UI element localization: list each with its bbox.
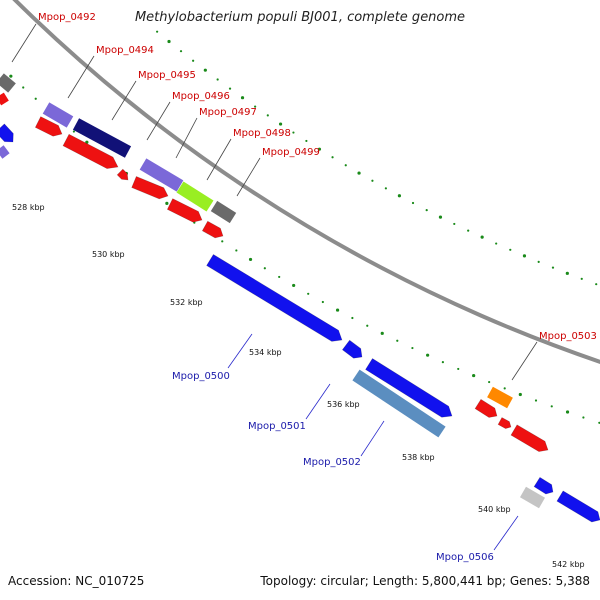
leader-line (511, 341, 538, 381)
gene-label: Mpop_0497 (199, 107, 257, 118)
leader-line (305, 383, 331, 420)
gene-feature-red-e (510, 424, 549, 452)
gene-label: Mpop_0501 (248, 421, 306, 432)
leader-line (493, 515, 519, 551)
leader-line (175, 117, 198, 159)
leader-line (206, 138, 232, 181)
leader-line (67, 55, 95, 99)
gene-feature-mpop-0503 (487, 386, 513, 409)
gene-feature-mpop-0506 (556, 490, 600, 523)
gene-feature-mpop-0494 (42, 102, 74, 128)
gene-label: Mpop_0492 (38, 12, 96, 23)
scale-label: 538 kbp (402, 453, 435, 462)
topology-summary: Topology: circular; Length: 5,800,441 bp… (260, 574, 590, 588)
gene-feature-red-b (166, 198, 203, 223)
gene-feature-lightgray (519, 486, 546, 509)
gene-feature-gray (0, 73, 16, 93)
gene-feature-mpop-0500 (206, 254, 343, 342)
leader-line (360, 420, 385, 457)
map-title: Methylobacterium populi BJ001, complete … (134, 10, 466, 25)
gene-feature-mpop-0495 (72, 118, 132, 158)
gene-label: Mpop_0494 (96, 45, 154, 56)
outer-dotted-ring (9, 74, 600, 424)
gene-label: Mpop_0499 (262, 147, 320, 158)
gene-feature-red (0, 92, 9, 106)
gene-feature-red-small (34, 116, 63, 137)
gene-label: Mpop_0503 (539, 331, 597, 342)
scale-label: 540 kbp (478, 505, 511, 514)
scale-label: 542 kbp (552, 560, 585, 569)
gene-feature-mpop-0502 (352, 369, 446, 438)
scale-label: 530 kbp (92, 250, 125, 259)
gene-feature-red-mini (116, 168, 129, 181)
gene-label: Mpop_0506 (436, 552, 494, 563)
gene-feature-blue-small (341, 339, 363, 359)
scale-label: 532 kbp (170, 298, 203, 307)
gene-feature-red-d (497, 417, 512, 429)
gene-label: Mpop_0496 (172, 91, 230, 102)
leader-line (236, 157, 261, 197)
leader-line (146, 101, 171, 141)
gene-label: Mpop_0502 (303, 457, 361, 468)
genome-backbone (12, 0, 600, 364)
leader-line (11, 23, 37, 63)
gene-label: Mpop_0500 (172, 371, 230, 382)
gene-feature-red-large (62, 133, 119, 169)
gene-feature-mpop-0497 (176, 181, 214, 212)
gene-feature-blue-long (365, 358, 453, 418)
scale-label: 534 kbp (249, 348, 282, 357)
gene-feature-mpop-0499 (201, 220, 224, 239)
scale-label: 528 kbp (12, 203, 45, 212)
gene-feature-red-c (474, 398, 498, 418)
gene-feature-mpop-0496 (139, 158, 184, 192)
leader-line (111, 80, 137, 121)
inner-dotted-ring (156, 30, 598, 286)
leader-line (227, 333, 253, 369)
gene-feature-slate (0, 145, 10, 159)
gene-feature-red-a (131, 176, 169, 200)
gene-feature-blue (0, 123, 14, 143)
gene-feature-blue-c (533, 476, 554, 495)
gene-label: Mpop_0498 (233, 128, 291, 139)
accession-text: Accession: NC_010725 (8, 574, 145, 588)
gene-feature-mpop-0498 (210, 200, 237, 224)
scale-label: 536 kbp (327, 400, 360, 409)
gene-label: Mpop_0495 (138, 70, 196, 81)
